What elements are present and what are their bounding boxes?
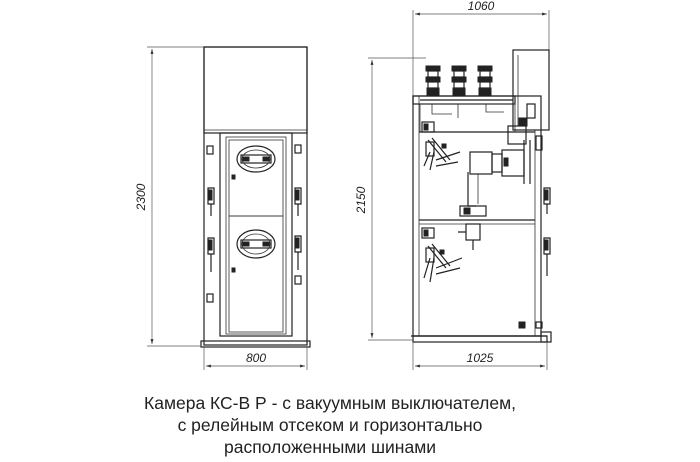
dim-side-height: 2150 — [354, 186, 368, 214]
dim-side-top-width: 1060 — [468, 0, 495, 13]
side-right-handles — [535, 135, 551, 329]
side-view: 1060 — [354, 0, 552, 370]
dim-front-width: 800 — [246, 351, 266, 365]
lower-disconnector — [421, 227, 463, 283]
front-view: 2300 800 — [134, 46, 311, 370]
drawing-caption: Камера КС-В Р - с вакуумным выключателем… — [80, 392, 580, 458]
vacuum-breaker — [459, 125, 531, 217]
upper-inspection-window — [236, 145, 276, 173]
front-right-handles — [294, 144, 302, 285]
caption-line-3: расположенными шинами — [223, 437, 437, 457]
dim-front-height: 2300 — [134, 183, 148, 211]
caption-line-1: Камера КС-В Р - с вакуумным выключателем… — [144, 393, 516, 413]
front-left-handles — [206, 145, 215, 303]
caption-line-2: с релейным отсеком и горизонтально — [177, 415, 483, 435]
upper-disconnector — [421, 121, 461, 171]
lower-inspection-window — [236, 229, 276, 259]
dim-side-bottom-width: 1025 — [467, 351, 494, 365]
busbar-insulators — [425, 65, 493, 97]
